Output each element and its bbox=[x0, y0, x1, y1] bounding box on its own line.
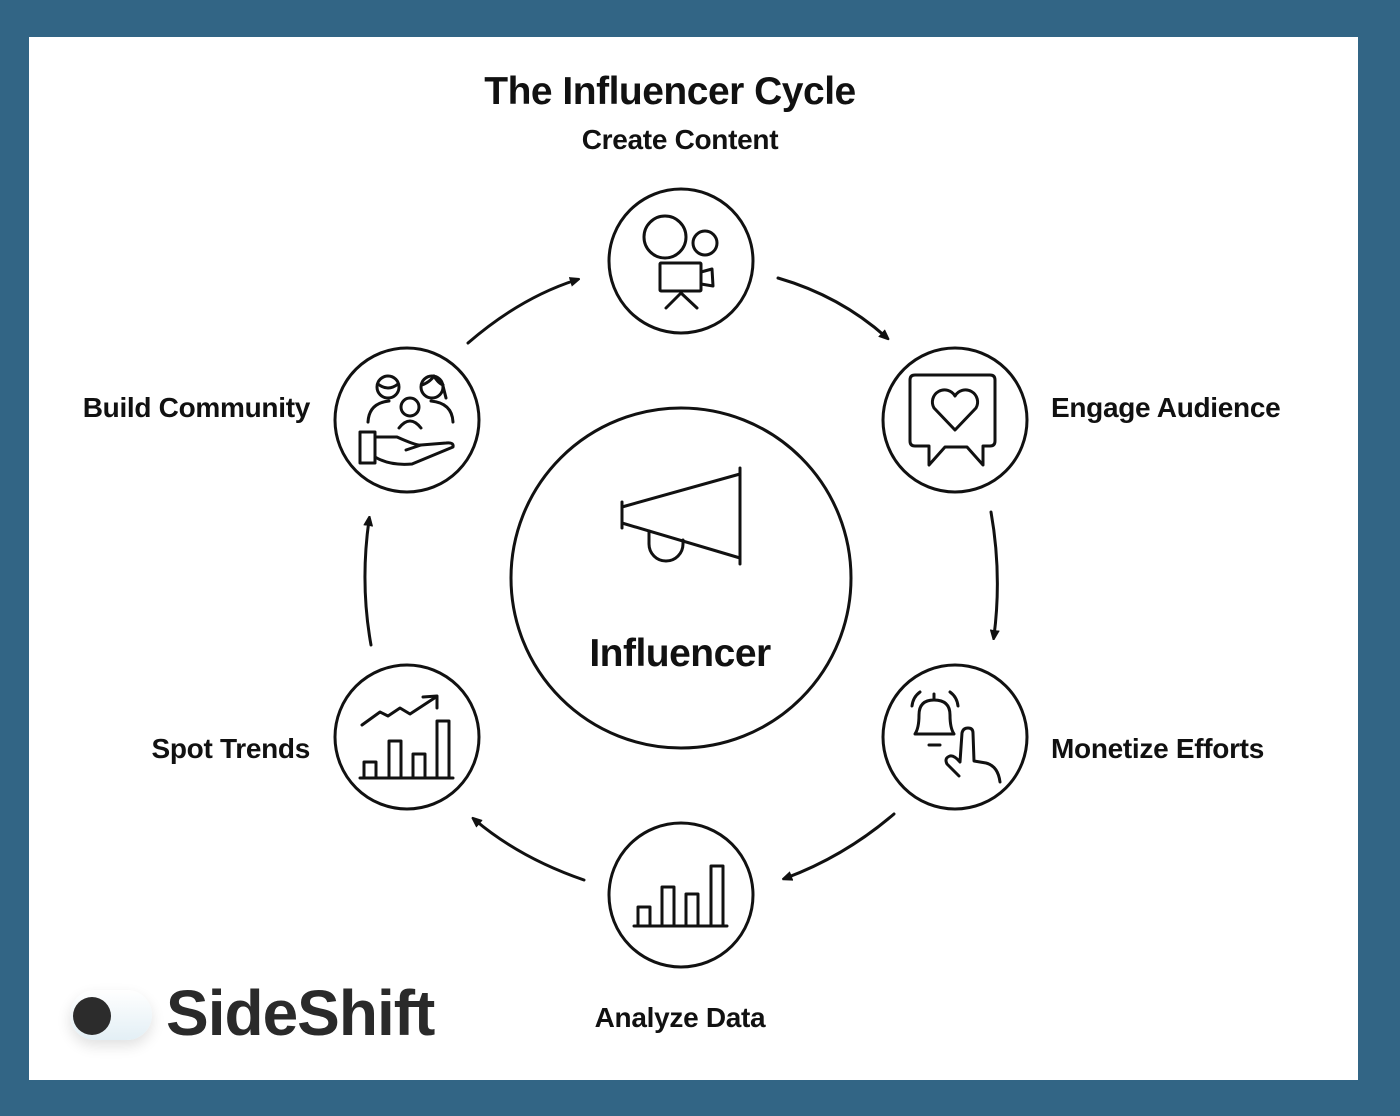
label-create-content: Create Content bbox=[581, 124, 779, 155]
megaphone-icon bbox=[620, 466, 742, 566]
bar-chart-icon bbox=[632, 864, 729, 928]
node-monetize-efforts bbox=[881, 663, 1029, 811]
node-build-community bbox=[333, 346, 481, 494]
node-engage-audience bbox=[881, 346, 1029, 494]
center-label: Influencer bbox=[589, 632, 771, 675]
arrow-engage-to-monetize bbox=[989, 510, 997, 636]
arrow-community-to-create bbox=[466, 280, 576, 345]
label-spot-trends: Spot Trends bbox=[151, 733, 311, 764]
arrow-create-to-engage bbox=[776, 276, 886, 337]
bell-tap-icon bbox=[910, 690, 1002, 784]
label-analyze-data: Analyze Data bbox=[594, 1002, 766, 1033]
node-create-content bbox=[607, 187, 755, 335]
node-spot-trends bbox=[333, 663, 481, 811]
diagram-title: The Influencer Cycle bbox=[484, 70, 856, 113]
heart-chat-icon bbox=[908, 373, 997, 467]
arrow-monetize-to-analyze bbox=[786, 812, 896, 878]
community-hand-icon bbox=[358, 374, 455, 466]
label-engage-audience: Engage Audience bbox=[1051, 392, 1281, 423]
arrow-trends-to-community bbox=[365, 520, 371, 647]
trend-chart-icon bbox=[358, 694, 455, 780]
sideshift-logo: SideShift bbox=[70, 977, 470, 1050]
center-node bbox=[509, 406, 853, 750]
label-build-community: Build Community bbox=[82, 392, 311, 423]
node-analyze-data bbox=[607, 821, 755, 969]
label-monetize-efforts: Monetize Efforts bbox=[1051, 733, 1264, 764]
arrow-analyze-to-trends bbox=[475, 820, 586, 882]
video-camera-icon bbox=[642, 214, 719, 310]
brand-name: SideShift bbox=[166, 977, 435, 1049]
toggle-knob bbox=[73, 997, 111, 1035]
toggle-icon bbox=[70, 990, 152, 1040]
diagram-panel bbox=[29, 37, 1358, 1080]
